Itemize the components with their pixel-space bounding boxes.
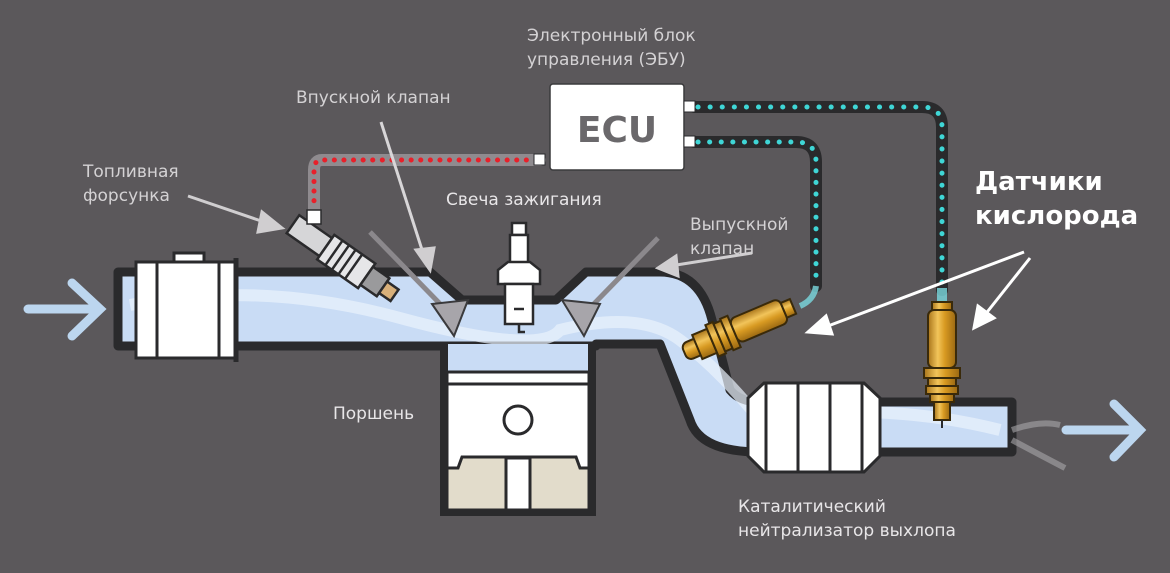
pointer-arrows: [187, 121, 753, 279]
intake-valve-pointer: [379, 121, 426, 257]
spark-plug-label: Свеча зажигания: [446, 190, 602, 210]
piston: [445, 370, 591, 512]
ecu-caption: Электронный блок управления (ЭБУ): [527, 26, 696, 70]
fuel-injector: [284, 213, 401, 303]
intake-valve: [368, 230, 470, 339]
oxygen-sensor-pointers: [804, 250, 1032, 336]
oxygen-sensors-label: Датчики кислорода: [975, 167, 1139, 231]
exhaust-valve-pointer: [669, 251, 753, 268]
ecu-unit: ECU: [533, 83, 696, 171]
upstream-sensor-wire: [688, 136, 822, 309]
downstream-sensor-wire: [688, 101, 948, 306]
air-flow-meter: [134, 251, 239, 362]
exhaust-out-arrow: [1061, 399, 1147, 462]
air-intake-arrow: [23, 278, 107, 341]
catalytic-converter: [746, 381, 882, 474]
piston-label: Поршень: [333, 404, 415, 424]
exhaust-valve: [560, 236, 660, 339]
spark-plug: [496, 221, 542, 334]
injector-control-wire: [306, 154, 546, 225]
fuel-injector-label: Топливная форсунка: [83, 162, 179, 206]
catalytic-converter-label: Каталитический нейтрализатор выхлопа: [738, 497, 956, 541]
exhaust-valve-label: Выпускной клапан: [690, 215, 789, 259]
ecu-box-label: ECU: [577, 110, 657, 151]
exhaust-smoke: [1010, 420, 1067, 471]
intake-valve-label: Впускной клапан: [296, 88, 451, 108]
fuel-injector-pointer: [187, 194, 271, 226]
downstream-o2-sensor: [923, 301, 961, 428]
upstream-o2-sensor: [681, 297, 798, 361]
